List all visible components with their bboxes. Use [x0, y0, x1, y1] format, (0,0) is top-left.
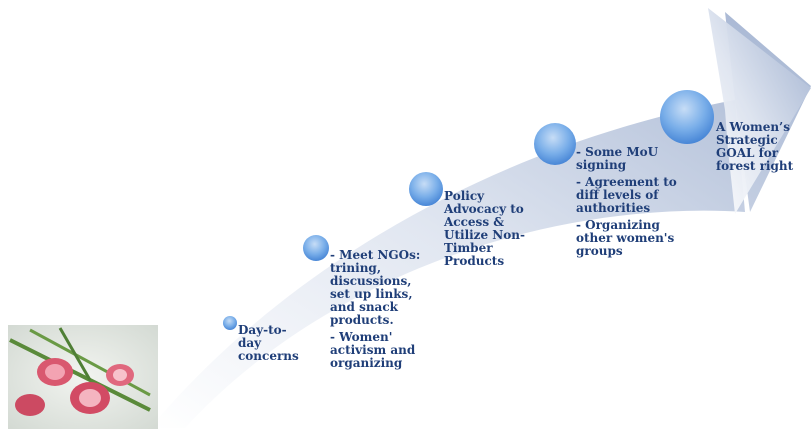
step-3-line-1: Policy Advocacy to Access & Utilize Non-…: [444, 189, 525, 268]
progress-arrow-head: [708, 8, 811, 214]
step-2-label: - Meet NGOs: trining, discussions, set u…: [330, 249, 420, 374]
step-5-line-1: A Women’s Strategic GOAL for forest righ…: [716, 120, 794, 173]
step-2-line-2: - Women' activism and organizing: [330, 330, 416, 370]
flower-photo: [8, 325, 158, 429]
step-5-label: A Women’s Strategic GOAL for forest righ…: [716, 121, 793, 177]
step-1-circle: [223, 316, 237, 330]
progress-arrow: [150, 12, 811, 428]
step-3-circle: [409, 172, 443, 206]
step-4-circle: [534, 123, 576, 165]
step-2-circle: [303, 235, 329, 261]
step-2-line-1: - Meet NGOs: trining, discussions, set u…: [330, 248, 421, 327]
step-4-line-2: - Agreement to diff levels of authoritie…: [576, 175, 677, 215]
step-4-label: - Some MoU signing - Agreement to diff l…: [576, 146, 677, 262]
step-1-label: Day-to- day concerns: [238, 324, 299, 367]
step-5-circle: [660, 90, 714, 144]
step-1-line-1: Day-to- day concerns: [238, 323, 299, 363]
step-4-line-3: - Organizing other women's groups: [576, 218, 675, 258]
step-4-line-1: - Some MoU signing: [576, 145, 659, 172]
step-3-label: Policy Advocacy to Access & Utilize Non-…: [444, 190, 525, 272]
